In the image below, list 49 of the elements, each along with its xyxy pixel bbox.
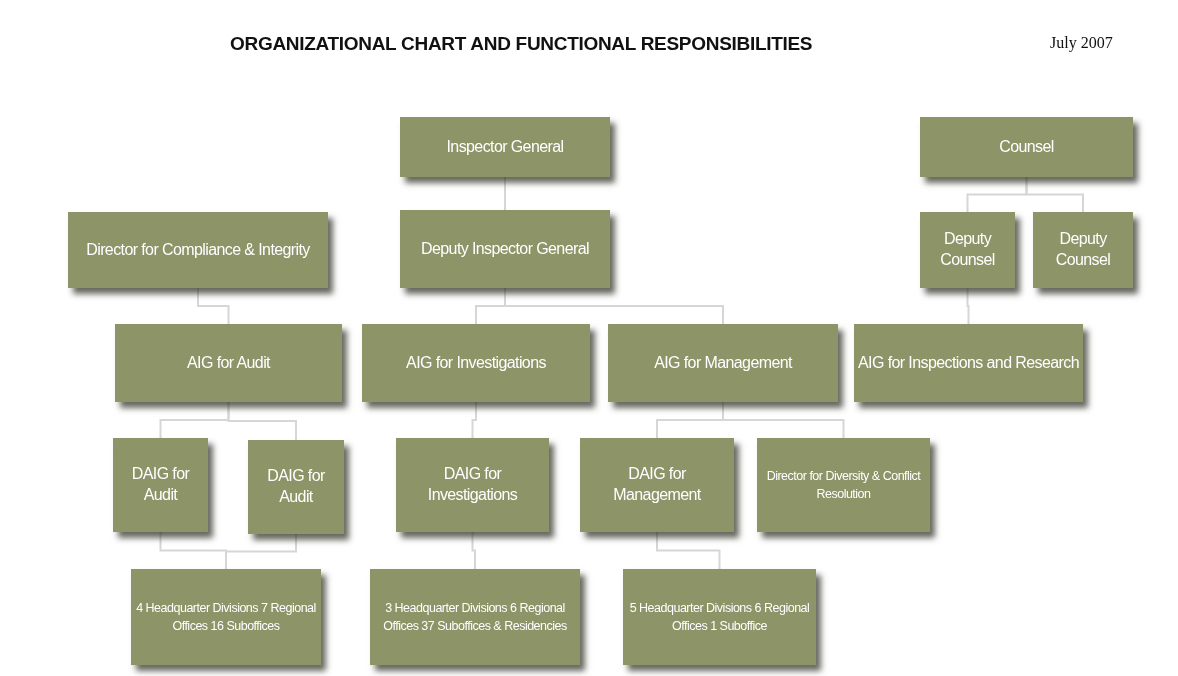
position-title: Deputy Counsel — [1054, 229, 1112, 270]
position-title: AIG for Investigations — [406, 352, 546, 373]
position-box — [396, 438, 549, 532]
connector-line — [504, 176, 506, 211]
position-title: DAIG for Management — [612, 464, 702, 505]
connector-line — [471, 531, 476, 570]
position-box — [131, 569, 321, 665]
connector-line — [471, 401, 477, 439]
position-box — [400, 210, 610, 288]
position-box — [68, 212, 328, 288]
position-box — [854, 324, 1083, 402]
position-title: Counsel — [999, 136, 1054, 157]
position-box — [113, 438, 208, 532]
position-title: Deputy Counsel — [939, 229, 996, 270]
position-title: DAIG for Audit — [130, 464, 191, 505]
position-title: Director for Diversity & Conflict Resolution — [765, 467, 922, 503]
position-title: DAIG for Audit — [266, 466, 326, 507]
connector-line — [227, 401, 297, 441]
position-box — [1033, 212, 1133, 288]
position-title: DAIG for Investigations — [426, 464, 519, 505]
position-title: AIG for Management — [654, 352, 792, 373]
position-box — [757, 438, 930, 532]
position-title: Director for Compliance & Integrity — [86, 239, 310, 260]
connector-line — [656, 531, 721, 570]
position-title: AIG for Inspections and Research — [858, 352, 1079, 373]
position-box — [920, 117, 1133, 177]
position-title: 3 Headquarter Divisions 6 Regional Offices 37 Suboffices & Residencies — [382, 599, 568, 635]
position-title: 5 Headquarter Divisions 6 Regional Offices 1 Suboffice — [628, 599, 811, 635]
position-box — [920, 212, 1015, 288]
position-box — [608, 324, 838, 402]
position-title: 4 Headquarter Divisions 7 Regional Offices 16 Suboffices — [135, 599, 317, 635]
position-box — [580, 438, 734, 532]
connector-line — [722, 401, 845, 439]
position-box — [400, 117, 610, 177]
position-box — [370, 569, 580, 665]
connector-line — [966, 287, 970, 325]
connector-line — [504, 287, 724, 325]
position-box — [362, 324, 590, 402]
position-box — [623, 569, 816, 665]
position-title: Deputy Inspector General — [421, 238, 589, 259]
connector-line — [225, 533, 297, 570]
date-label: July 2007 — [1050, 34, 1113, 52]
chart-title: ORGANIZATIONAL CHART AND FUNCTIONAL RESPONSIBILITIES — [230, 33, 813, 55]
position-title: Inspector General — [446, 136, 564, 157]
position-title: AIG for Audit — [187, 352, 270, 373]
connector-line — [1025, 176, 1084, 213]
position-box — [248, 440, 344, 534]
connector-line — [197, 287, 230, 325]
position-box — [115, 324, 342, 402]
